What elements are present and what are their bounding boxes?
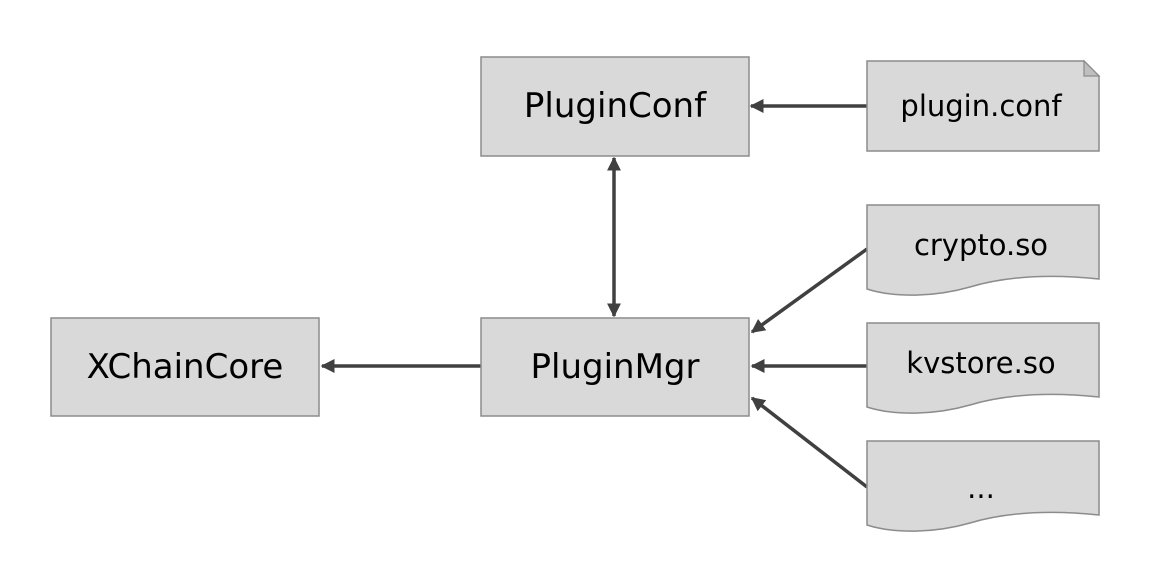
plugin-conf-file-node: plugin.conf [866,59,1101,152]
pluginconf-label: PluginConf [524,86,707,126]
pluginmgr-node: PluginMgr [480,317,750,417]
plugin-conf-file-label: plugin.conf [900,89,1062,123]
kvstore-so-label: kvstore.so [906,346,1055,380]
pluginconf-node: PluginConf [480,56,750,157]
crypto-so-label: crypto.so [914,228,1048,262]
edge-crypto-so-to-pluginmgr [750,247,869,334]
xchaincore-node: XChainCore [50,317,320,417]
pluginmgr-label: PluginMgr [531,347,700,387]
more-files-label: ... [967,471,995,505]
crypto-so-node: crypto.so [866,204,1100,296]
edge-more-files-to-pluginmgr [750,396,869,489]
more-files-node: ... [866,440,1100,532]
kvstore-so-node: kvstore.so [866,322,1100,414]
xchaincore-label: XChainCore [87,347,284,387]
